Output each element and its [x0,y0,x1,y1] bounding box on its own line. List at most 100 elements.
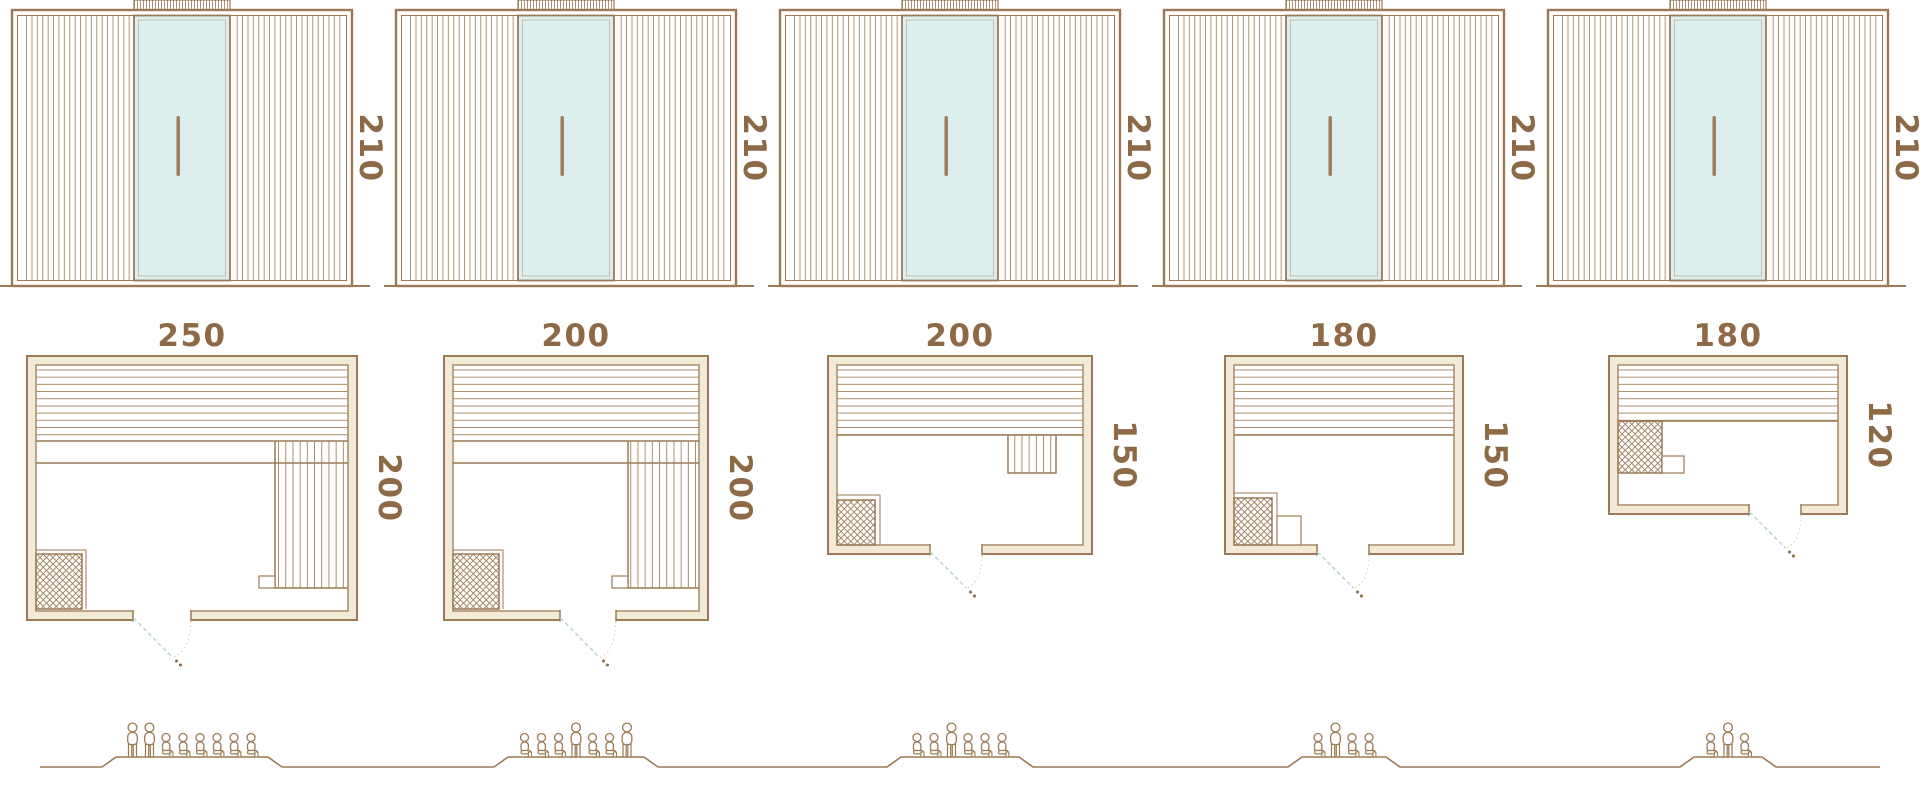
person-stand-icon [127,722,138,758]
side-bench [275,441,348,588]
person-sit-icon [1347,732,1360,758]
door-leaf [132,617,174,659]
door-swing-arc [1785,514,1802,549]
elevation-height-label: 210 [1120,113,1152,182]
person-sit-icon [212,732,225,758]
person-stand-icon [946,722,957,758]
upper-bench [1618,365,1838,421]
bench-step [258,575,276,589]
door-handle-dot [602,659,605,663]
plan-width-label: 250 [157,318,226,354]
person-sit-icon [553,732,567,758]
capacity-group-3 [912,722,1010,758]
elevation-view-2: 210 [384,0,768,288]
heater [35,553,83,610]
person-sit-icon [1739,732,1753,758]
person-stand-icon [621,722,633,758]
plan-width-label: 180 [1693,318,1762,354]
heater-guard [837,494,881,545]
upper-bench [36,365,348,441]
model-column-180x150: 210 180 150 [1152,0,1536,678]
plan-width-label: 180 [1309,318,1378,354]
model-columns: 210 250 200 [0,0,1920,678]
sauna-front-drawing [1536,0,1908,288]
person-stand-icon [1330,722,1341,758]
door-leaf [1316,551,1355,589]
door-opening [1749,503,1801,516]
heater-guard [453,549,504,609]
door-handle-dot [1360,594,1363,598]
person-sit-icon [536,732,550,758]
plan-view-2: 200 200 [443,318,758,667]
floor-plan-drawing [827,355,1093,598]
person-sit-icon [178,732,191,758]
door-handle-dot [606,663,609,667]
ground-line [40,756,1880,768]
elevation-height-label: 210 [1504,113,1536,182]
floor-plan-drawing [1224,355,1464,598]
elevation-view-1: 210 [0,0,384,288]
door-handle-dot [175,659,178,663]
door-handle-dot [1792,554,1795,558]
capacity-group-1 [127,722,259,758]
heater-guard [36,549,87,609]
elevation-height-label: 210 [1888,113,1920,182]
heater [452,553,500,610]
person-sit-icon [1313,732,1326,758]
person-sit-icon [587,732,601,758]
bench-step [1276,515,1302,546]
door-handle-dot [1788,550,1791,554]
bench-step [611,575,629,589]
person-sit-icon [980,732,993,758]
elevation-height-label: 210 [352,113,384,182]
door-leaf [1748,511,1787,549]
plan-view-1: 250 200 [26,318,407,667]
plan-depth-label: 200 [371,453,407,522]
door-jambs [1316,544,1370,556]
door-opening [1317,543,1369,556]
heater [1233,497,1273,546]
sauna-front-drawing [0,0,372,288]
person-sit-icon [1705,732,1719,758]
sauna-front-drawing [1152,0,1524,288]
person-stand-icon [570,722,582,758]
door-handle-dot [1356,590,1359,594]
capacity-group-2 [519,722,633,758]
capacity-group-5 [1705,722,1753,758]
door-jambs [1748,504,1802,516]
model-column-180x120: 210 180 120 [1536,0,1920,678]
door-swing-arc [966,554,983,589]
elevation-view-4: 210 [1152,0,1536,288]
side-bench-edge [1007,435,1057,474]
sauna-front-drawing [768,0,1140,288]
model-column-200x150: 210 200 150 [768,0,1152,678]
plan-depth-label: 150 [1477,420,1513,489]
capacity-group-4 [1313,722,1377,758]
side-bench [1008,435,1056,473]
plan-view-5: 180 120 [1608,318,1897,558]
door-leaf [559,617,601,659]
door-handle-dot [973,594,976,598]
person-sit-icon [246,732,259,758]
plan-depth-label: 150 [1106,420,1142,489]
plan-width-label: 200 [541,318,610,354]
door-swing-arc [1353,554,1370,589]
heater [1617,420,1663,474]
door-leaf [929,551,968,589]
person-sit-icon [604,732,618,758]
plan-depth-label: 120 [1861,400,1897,469]
floor-plan-drawing [1608,355,1848,558]
door-jambs [929,544,983,556]
door-swing-arc [172,620,192,659]
plan-view-3: 200 150 [827,318,1142,598]
model-column-200x200: 210 200 200 [384,0,768,678]
side-bench [628,441,699,588]
door-handle-dot [969,590,972,594]
plan-view-4: 180 150 [1224,318,1513,598]
person-sit-icon [912,732,925,758]
upper-bench [453,365,699,441]
bench-step [1661,455,1685,474]
elevation-view-5: 210 [1536,0,1920,288]
floor-plan-drawing [443,355,709,667]
